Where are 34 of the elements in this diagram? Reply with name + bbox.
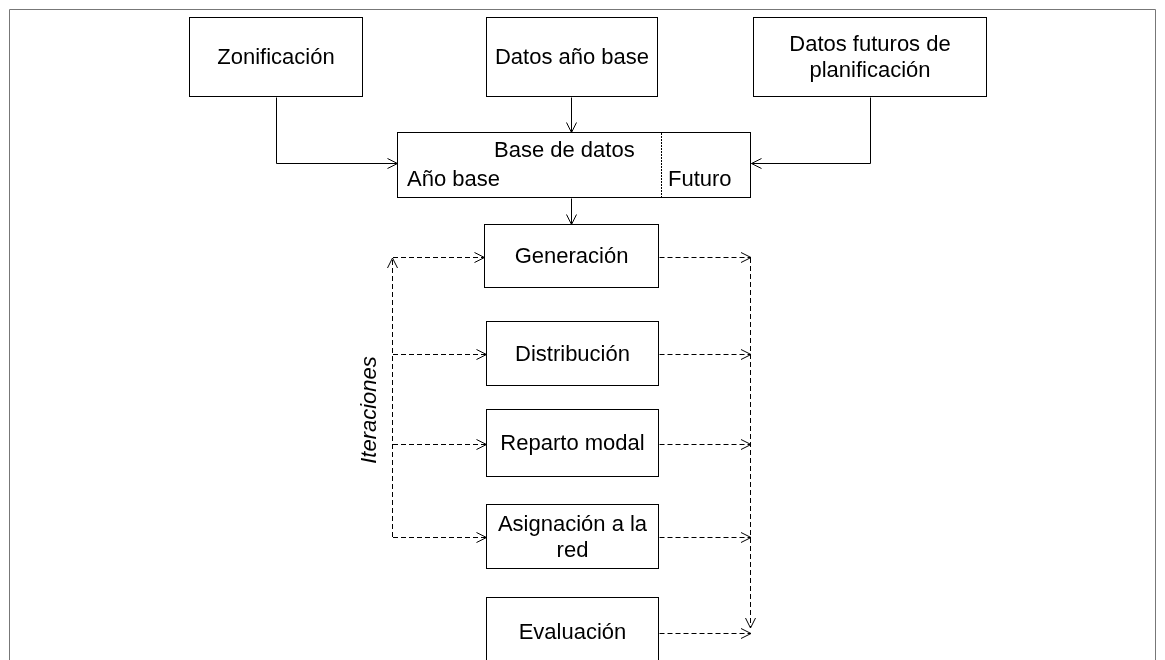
section-label: Año base bbox=[407, 166, 500, 192]
dashed-arrow bbox=[392, 252, 485, 263]
dashed-arrow bbox=[392, 439, 487, 450]
box-label: Zonificación bbox=[217, 44, 335, 70]
process-box bbox=[486, 17, 658, 97]
box-label: Datos año base bbox=[494, 44, 650, 70]
dashed-arrow bbox=[392, 532, 487, 543]
process-box bbox=[486, 409, 659, 477]
dashed-arrow bbox=[659, 349, 752, 360]
rotated-label: Iteraciones bbox=[355, 356, 382, 464]
box-label: Reparto modal bbox=[500, 430, 645, 456]
arrow bbox=[566, 198, 577, 225]
box-label: Asignación a la red bbox=[496, 510, 649, 563]
process-box bbox=[753, 17, 987, 97]
process-box bbox=[486, 597, 659, 660]
dashed-arrow bbox=[392, 349, 487, 360]
process-box bbox=[486, 321, 659, 386]
box-label: Datos futuros de planificación bbox=[788, 31, 952, 83]
box-label: Generación bbox=[514, 243, 629, 269]
dashed-arrow bbox=[659, 252, 752, 263]
process-box bbox=[484, 224, 659, 288]
process-box bbox=[486, 504, 659, 569]
dashed-arrow bbox=[659, 628, 752, 639]
database-box bbox=[397, 132, 751, 198]
dashed-arrow bbox=[659, 532, 752, 543]
arrow bbox=[751, 97, 871, 169]
dashed-arrow bbox=[659, 439, 752, 450]
section-label: Futuro bbox=[668, 166, 732, 192]
arrow bbox=[276, 97, 398, 169]
process-box bbox=[189, 17, 363, 97]
box-title: Base de datos bbox=[494, 137, 635, 163]
box-label: Evaluación bbox=[518, 619, 627, 645]
box-label: Distribución bbox=[515, 340, 630, 367]
arrow bbox=[566, 97, 577, 133]
